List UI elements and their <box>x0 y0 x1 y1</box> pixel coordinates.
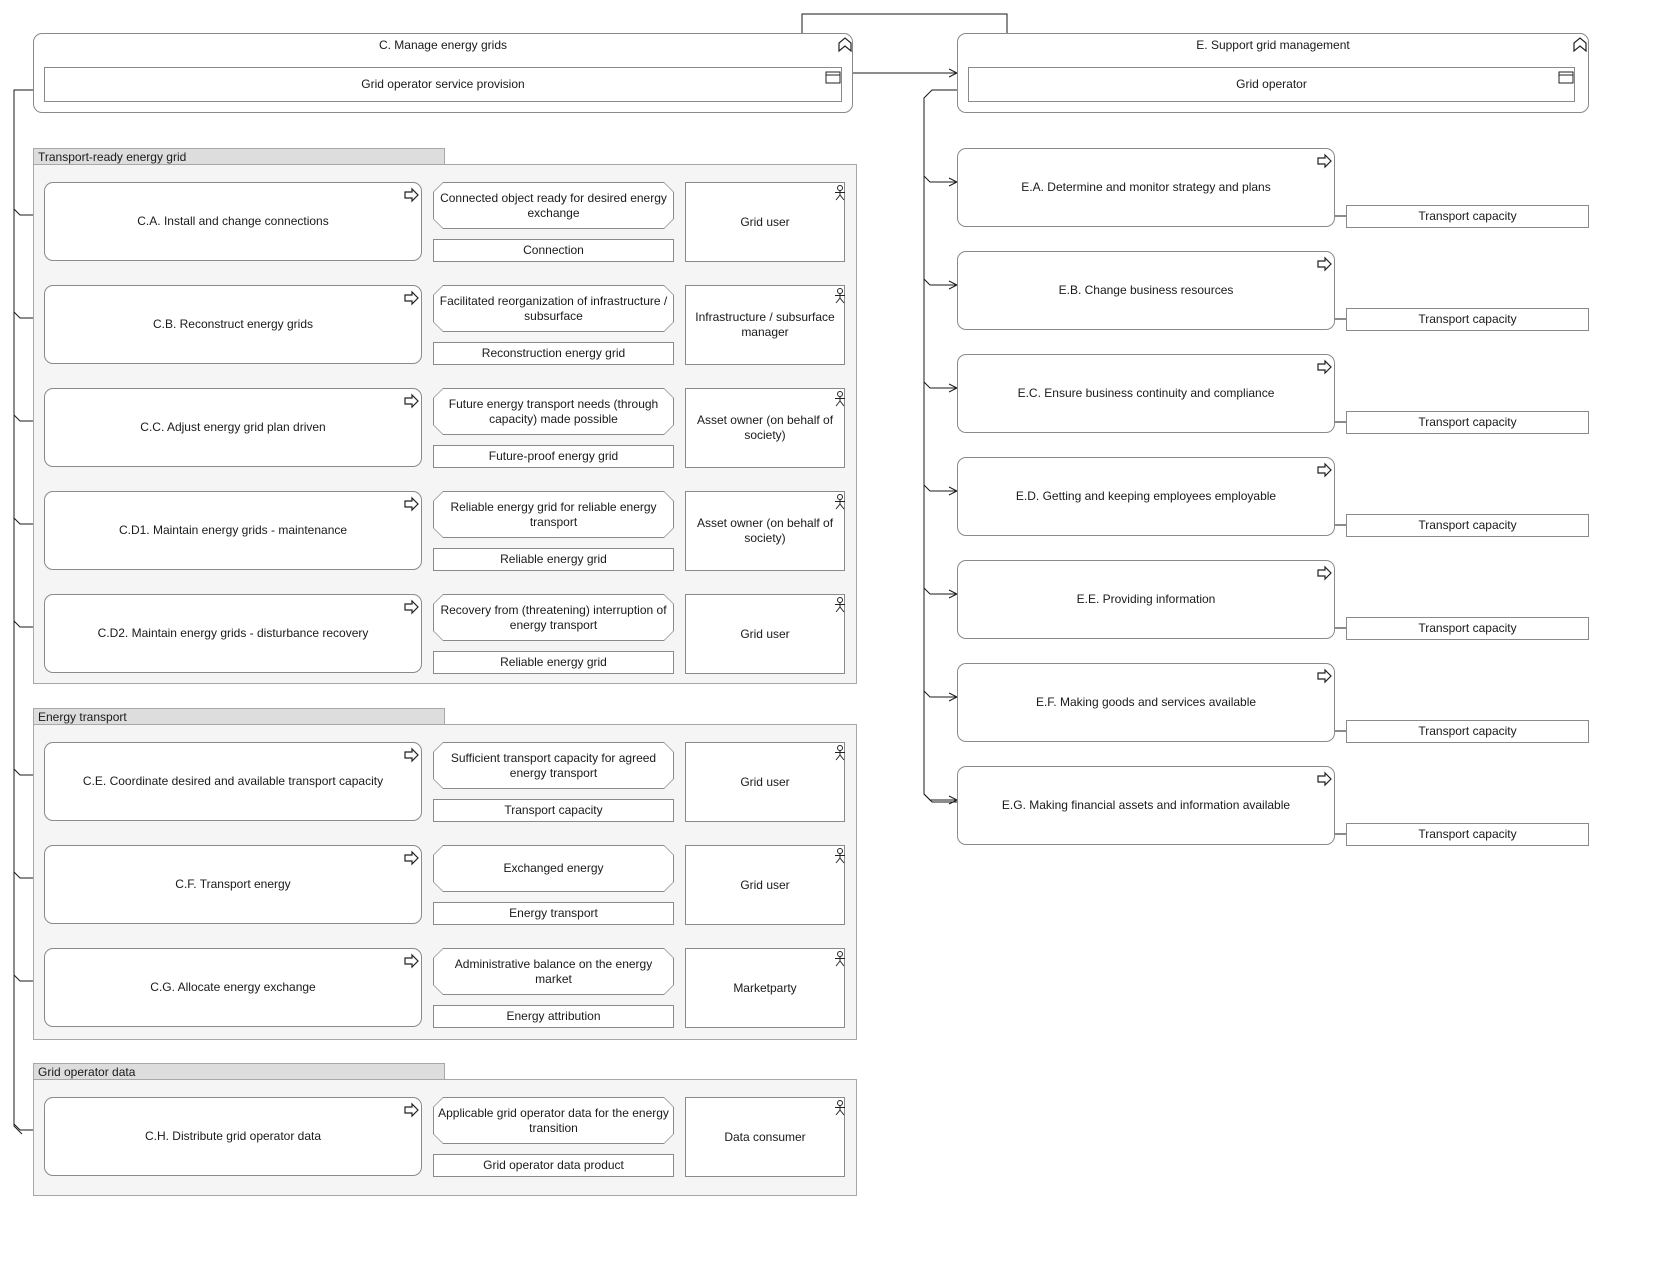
left-trunk <box>13 89 33 1135</box>
actor-0-1[interactable]: Infrastructure / subsurface manager <box>685 285 845 365</box>
process-0-1[interactable]: C.B. Reconstruct energy grids <box>44 285 422 364</box>
window-icon <box>825 71 841 84</box>
service-1-1[interactable]: Exchanged energy <box>434 846 673 891</box>
process-0-2[interactable]: C.C. Adjust energy grid plan driven <box>44 388 422 467</box>
e-object-6[interactable]: Transport capacity <box>1346 823 1589 846</box>
arrow-right-icon <box>404 496 419 512</box>
e-object-5[interactable]: Transport capacity <box>1346 720 1589 743</box>
arrow-right-icon <box>404 953 419 969</box>
grid-operator-role[interactable]: Grid operator <box>968 67 1575 102</box>
stick-figure-icon <box>835 1100 845 1116</box>
stick-figure-icon <box>835 951 845 967</box>
object-0-3[interactable]: Reliable energy grid <box>433 548 674 571</box>
process-1-0[interactable]: C.E. Coordinate desired and available tr… <box>44 742 422 821</box>
process-2-0[interactable]: C.H. Distribute grid operator data <box>44 1097 422 1176</box>
arrow-right-icon <box>1317 153 1332 169</box>
service-2-0[interactable]: Applicable grid operator data for the en… <box>434 1098 673 1143</box>
e-process-2[interactable]: E.C. Ensure business continuity and comp… <box>957 354 1335 433</box>
service-0-0[interactable]: Connected object ready for desired energ… <box>434 183 673 228</box>
e-title: E. Support grid management <box>1196 37 1350 52</box>
arrow-right-icon <box>1317 359 1332 375</box>
e-process-3[interactable]: E.D. Getting and keeping employees emplo… <box>957 457 1335 536</box>
actor-2-0[interactable]: Data consumer <box>685 1097 845 1177</box>
arrow-right-icon <box>1317 771 1332 787</box>
group-tab-1: Energy transport <box>33 708 445 725</box>
object-0-0[interactable]: Connection <box>433 239 674 262</box>
stick-figure-icon <box>835 185 845 201</box>
arrow-right-icon <box>1317 462 1332 478</box>
grid-operator-service-provision[interactable]: Grid operator service provision <box>44 67 842 102</box>
stick-figure-icon <box>835 745 845 761</box>
right-branch-arrow <box>923 381 957 389</box>
group-tab-0: Transport-ready energy grid <box>33 148 445 165</box>
right-branch-arrow <box>923 484 957 492</box>
actor-1-0[interactable]: Grid user <box>685 742 845 822</box>
process-1-2[interactable]: C.G. Allocate energy exchange <box>44 948 422 1027</box>
service-0-4[interactable]: Recovery from (threatening) interruption… <box>434 595 673 640</box>
arrow-right-icon <box>404 1102 419 1118</box>
actor-0-4[interactable]: Grid user <box>685 594 845 674</box>
arrow-right-icon <box>404 599 419 615</box>
process-0-4[interactable]: C.D2. Maintain energy grids - disturbanc… <box>44 594 422 673</box>
arrow-right-icon <box>404 393 419 409</box>
service-0-2[interactable]: Future energy transport needs (through c… <box>434 389 673 434</box>
arrow-right-icon <box>404 747 419 763</box>
service-0-1[interactable]: Facilitated reorganization of infrastruc… <box>434 286 673 331</box>
object-0-2[interactable]: Future-proof energy grid <box>433 445 674 468</box>
c-title: C. Manage energy grids <box>378 37 508 52</box>
object-0-4[interactable]: Reliable energy grid <box>433 651 674 674</box>
group-tab-2: Grid operator data <box>33 1063 445 1080</box>
stick-figure-icon <box>835 494 845 510</box>
e-object-1[interactable]: Transport capacity <box>1346 308 1589 331</box>
e-object-2[interactable]: Transport capacity <box>1346 411 1589 434</box>
actor-0-2[interactable]: Asset owner (on behalf of society) <box>685 388 845 468</box>
arrow-right-icon <box>1317 256 1332 272</box>
arrow-right-icon <box>404 850 419 866</box>
e-process-0[interactable]: E.A. Determine and monitor strategy and … <box>957 148 1335 227</box>
process-0-0[interactable]: C.A. Install and change connections <box>44 182 422 261</box>
actor-1-2[interactable]: Marketparty <box>685 948 845 1028</box>
e-object-3[interactable]: Transport capacity <box>1346 514 1589 537</box>
e-object-0[interactable]: Transport capacity <box>1346 205 1589 228</box>
stick-figure-icon <box>835 597 845 613</box>
bookmark-chevron-icon <box>1573 37 1587 53</box>
arrow-right-icon <box>1317 668 1332 684</box>
stick-figure-icon <box>835 288 845 304</box>
process-0-3[interactable]: C.D1. Maintain energy grids - maintenanc… <box>44 491 422 570</box>
object-2-0[interactable]: Grid operator data product <box>433 1154 674 1177</box>
arrow-right-icon <box>1317 565 1332 581</box>
object-0-1[interactable]: Reconstruction energy grid <box>433 342 674 365</box>
right-branch-arrow <box>923 690 957 698</box>
e-process-5[interactable]: E.F. Making goods and services available <box>957 663 1335 742</box>
e-object-4[interactable]: Transport capacity <box>1346 617 1589 640</box>
object-1-2[interactable]: Energy attribution <box>433 1005 674 1028</box>
right-branch-arrow <box>923 278 957 286</box>
actor-0-0[interactable]: Grid user <box>685 182 845 262</box>
window-icon <box>1558 71 1574 84</box>
actor-0-3[interactable]: Asset owner (on behalf of society) <box>685 491 845 571</box>
right-branch-arrow <box>923 587 957 595</box>
arrow-right-icon <box>404 187 419 203</box>
process-1-1[interactable]: C.F. Transport energy <box>44 845 422 924</box>
stick-figure-icon <box>835 391 845 407</box>
actor-1-1[interactable]: Grid user <box>685 845 845 925</box>
e-process-1[interactable]: E.B. Change business resources <box>957 251 1335 330</box>
service-1-2[interactable]: Administrative balance on the energy mar… <box>434 949 673 994</box>
arrow-right-icon <box>404 290 419 306</box>
stick-figure-icon <box>835 848 845 864</box>
object-1-0[interactable]: Transport capacity <box>433 799 674 822</box>
e-process-6[interactable]: E.G. Making financial assets and informa… <box>957 766 1335 845</box>
right-trunk <box>923 89 968 803</box>
e-process-4[interactable]: E.E. Providing information <box>957 560 1335 639</box>
service-0-3[interactable]: Reliable energy grid for reliable energy… <box>434 492 673 537</box>
right-branch-arrow <box>923 175 957 183</box>
bookmark-chevron-icon <box>838 37 852 53</box>
service-1-0[interactable]: Sufficient transport capacity for agreed… <box>434 743 673 788</box>
object-1-1[interactable]: Energy transport <box>433 902 674 925</box>
